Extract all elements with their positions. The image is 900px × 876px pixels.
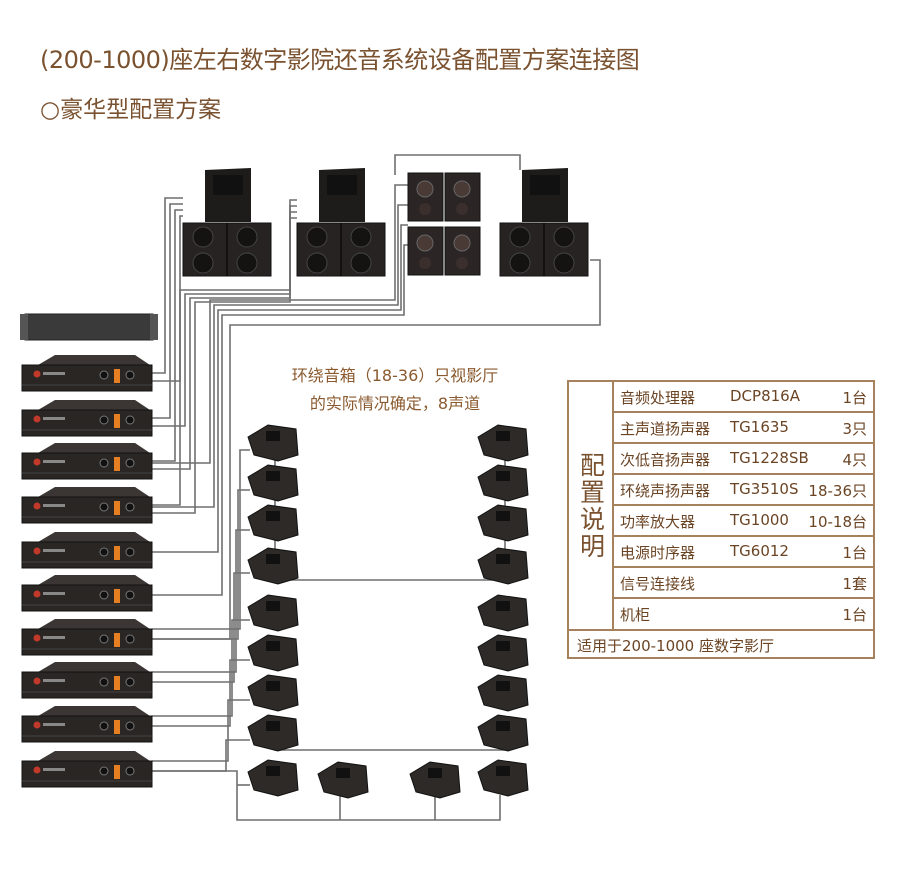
subwoofer-speaker — [407, 172, 444, 222]
cable — [152, 217, 297, 514]
power-amplifier — [21, 619, 153, 656]
surround-speaker — [477, 547, 529, 585]
config-item: 功率放大器 — [620, 513, 696, 531]
config-item: 主声道扬声器 — [620, 420, 711, 438]
config-row: 音频处理器 DCP816A 1台 — [614, 382, 873, 413]
cable — [152, 209, 183, 462]
surround-speaker — [247, 674, 299, 712]
config-model: TG1228SB — [730, 449, 809, 467]
config-item: 次低音扬声器 — [620, 451, 711, 469]
surround-speaker — [247, 634, 299, 672]
power-amplifier — [21, 487, 153, 524]
cable — [152, 259, 601, 640]
cable — [152, 203, 183, 419]
surround-speaker — [247, 424, 299, 462]
config-qty: 1台 — [842, 544, 867, 562]
cable — [152, 199, 297, 382]
surround-speaker — [477, 424, 529, 462]
cable — [152, 699, 250, 762]
surround-speaker — [477, 594, 529, 632]
cable — [152, 619, 250, 717]
power-amplifier — [21, 355, 153, 392]
power-amplifier — [21, 751, 153, 788]
config-qty: 10-18台 — [808, 513, 867, 531]
config-model: TG3510S — [730, 480, 799, 498]
config-model: DCP816A — [730, 387, 800, 405]
surround-speaker — [317, 761, 369, 799]
config-item: 环绕声扬声器 — [620, 482, 711, 500]
surround-speaker — [247, 714, 299, 752]
cable — [152, 572, 250, 683]
subwoofer-speaker — [444, 226, 481, 276]
surround-speaker — [477, 759, 529, 797]
surround-note-line2: 的实际情况确定，8声道 — [309, 394, 481, 413]
main-channel-speaker — [296, 168, 386, 277]
config-row: 功率放大器 TG1000 10-18台 — [614, 506, 873, 537]
config-qty: 4只 — [842, 451, 867, 469]
config-item: 音频处理器 — [620, 389, 696, 407]
power-amplifier — [21, 532, 153, 569]
cable — [152, 659, 250, 727]
power-amplifier — [21, 575, 153, 612]
main-channel-speaker — [499, 168, 589, 277]
cable — [152, 449, 250, 630]
config-model: TG1000 — [730, 511, 789, 529]
surround-speaker — [247, 464, 299, 502]
main-channel-speaker — [182, 168, 272, 277]
surround-speaker — [477, 464, 529, 502]
cable — [152, 489, 250, 640]
config-qty: 3只 — [842, 420, 867, 438]
config-item: 信号连接线 — [620, 575, 696, 593]
config-item: 机柜 — [620, 606, 651, 624]
page-title: (200-1000)座左右数字影院还音系统设备配置方案连接图 — [40, 46, 640, 74]
cable — [152, 184, 408, 464]
config-row: 信号连接线 1套 — [614, 568, 873, 599]
cable — [274, 450, 506, 581]
surround-speaker — [477, 674, 529, 712]
config-model: TG6012 — [730, 542, 789, 560]
power-amplifier — [21, 400, 153, 437]
config-side-label: 配置说明 — [569, 382, 614, 629]
surround-note-line1: 环绕音箱（18-36）只视影厅 — [291, 366, 499, 385]
cable — [152, 529, 250, 673]
cable — [152, 205, 297, 427]
config-qty: 1台 — [842, 389, 867, 407]
surround-speaker — [247, 504, 299, 542]
surround-speaker — [477, 634, 529, 672]
surround-speaker — [247, 547, 299, 585]
cable — [152, 224, 408, 553]
config-model: TG1635 — [730, 418, 789, 436]
surround-speaker — [477, 504, 529, 542]
config-row: 次低音扬声器 TG1228SB 4只 — [614, 444, 873, 475]
config-qty: 18-36只 — [808, 482, 867, 500]
cable — [152, 197, 183, 374]
subwoofer-speaker — [407, 226, 444, 276]
power-amplifier — [21, 706, 153, 743]
cable — [152, 770, 501, 821]
cable — [274, 740, 506, 751]
subwoofer-speaker — [444, 172, 481, 222]
config-qty: 1台 — [842, 606, 867, 624]
cable — [152, 204, 408, 508]
cable — [152, 739, 250, 772]
surround-speaker — [247, 594, 299, 632]
config-item: 电源时序器 — [620, 544, 696, 562]
config-qty: 1套 — [842, 575, 867, 593]
power-amplifier — [21, 662, 153, 699]
surround-speaker — [477, 714, 529, 752]
config-row: 机柜 1台 — [614, 599, 873, 630]
config-row: 电源时序器 TG6012 1台 — [614, 537, 873, 568]
cable — [394, 154, 521, 175]
cable — [152, 244, 408, 596]
config-row: 环绕声扬声器 TG3510S 18-36只 — [614, 475, 873, 506]
cable — [152, 211, 297, 470]
page-subtitle: ○豪华型配置方案 — [40, 97, 222, 123]
config-row: 主声道扬声器 TG1635 3只 — [614, 413, 873, 444]
config-footer: 适用于200-1000 座数字影厅 — [569, 629, 873, 657]
surround-speaker — [409, 761, 461, 799]
power-sequencer-rack — [20, 313, 158, 341]
power-amplifier — [21, 443, 153, 480]
surround-speaker — [247, 759, 299, 797]
